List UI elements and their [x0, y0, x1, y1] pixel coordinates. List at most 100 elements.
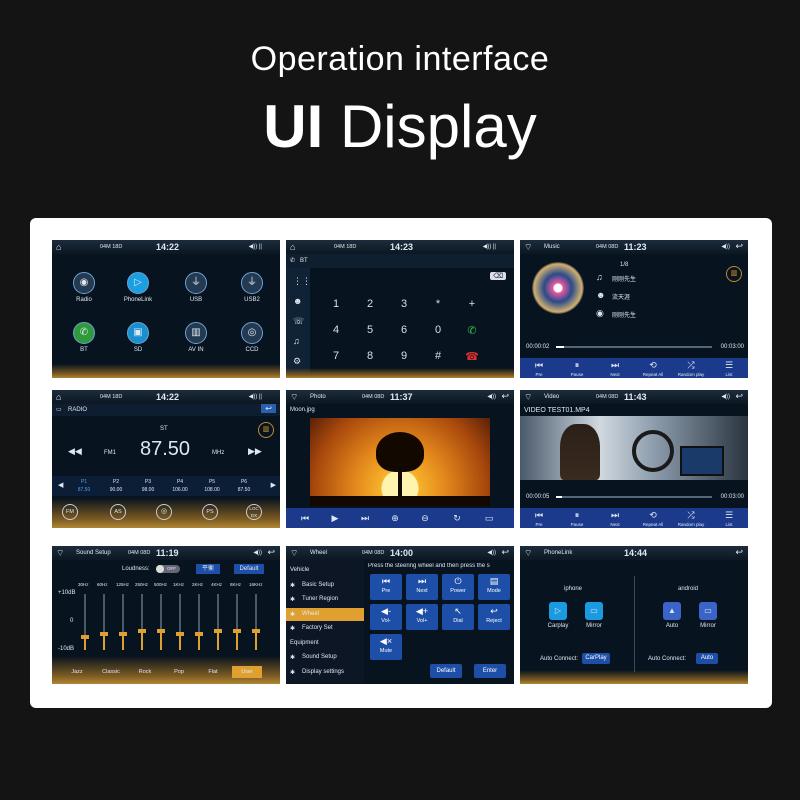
- backspace-icon[interactable]: ⌫: [490, 272, 506, 280]
- settings-icon[interactable]: ⚙: [293, 356, 302, 366]
- wheel-button[interactable]: ⏮Pre: [370, 574, 402, 600]
- wheel-button[interactable]: ⏻Power: [442, 574, 474, 600]
- progress-track[interactable]: [556, 496, 712, 498]
- eq-preset-button[interactable]: Jazz: [71, 669, 83, 675]
- back-icon[interactable]: ↩: [501, 391, 509, 401]
- eq-slider-knob[interactable]: [157, 629, 165, 634]
- ps-button[interactable]: PS: [202, 504, 218, 520]
- next-button[interactable]: ⏭Next: [600, 360, 630, 378]
- eq-slider[interactable]: [100, 594, 108, 650]
- back-icon[interactable]: ↩: [735, 547, 743, 557]
- eq-slider-knob[interactable]: [81, 634, 89, 639]
- eq-slider-knob[interactable]: [214, 629, 222, 634]
- home-icon[interactable]: ⌂: [56, 242, 62, 252]
- folder-button[interactable]: ▭: [484, 513, 494, 523]
- volume-icon[interactable]: ◀)) ||: [248, 244, 262, 250]
- mirror-button[interactable]: ▭ Mirror: [582, 602, 606, 629]
- eq-toggle-icon[interactable]: ▥: [258, 422, 274, 438]
- eq-preset-button[interactable]: Flat: [208, 669, 218, 675]
- prev-button[interactable]: ⏮Pre: [524, 360, 554, 378]
- menu-item[interactable]: ✱Wheel: [286, 607, 364, 621]
- app-usb[interactable]: ⏚USB: [176, 272, 216, 303]
- preset-prev-icon[interactable]: ◀: [58, 482, 64, 489]
- home-icon[interactable]: ⌂: [56, 392, 62, 402]
- volume-icon[interactable]: ◀)): [487, 550, 496, 556]
- app-ccd[interactable]: ◎CCD: [232, 322, 272, 353]
- eq-slider-knob[interactable]: [100, 632, 108, 636]
- menu-item[interactable]: ✱Tuner Region: [286, 593, 364, 606]
- call-icon[interactable]: ✆: [467, 325, 477, 337]
- play-button[interactable]: ▶: [331, 513, 339, 523]
- eq-preset-button[interactable]: User: [232, 666, 262, 678]
- eq-slider[interactable]: [119, 594, 127, 650]
- grid-icon[interactable]: ⋮⋮: [293, 276, 311, 286]
- app-bt[interactable]: ✆BT: [64, 322, 104, 353]
- fm-button[interactable]: FM: [62, 504, 78, 520]
- eq-slider[interactable]: [176, 594, 184, 650]
- wheel-button[interactable]: ⏭Next: [406, 574, 438, 600]
- as-button[interactable]: AS: [110, 504, 126, 520]
- menu-item[interactable]: ✱Sound Setup: [286, 651, 364, 664]
- back-icon[interactable]: ↩: [501, 547, 509, 557]
- next-button[interactable]: ⏭Next: [600, 510, 630, 528]
- seek-forward-button[interactable]: ▶▶: [248, 446, 262, 456]
- volume-icon[interactable]: ◀)) ||: [248, 394, 262, 400]
- volume-icon[interactable]: ◀)): [721, 394, 730, 400]
- pause-button[interactable]: ⏸Pause: [562, 510, 592, 528]
- dial-key[interactable]: 1: [332, 298, 340, 310]
- dial-key[interactable]: 6: [400, 324, 408, 336]
- eq-toggle-icon[interactable]: ▥: [726, 266, 742, 282]
- loudness-toggle[interactable]: OFF: [156, 565, 180, 573]
- seek-back-button[interactable]: ◀◀: [68, 446, 82, 456]
- menu-icon[interactable]: ⌔: [524, 242, 533, 252]
- eq-slider[interactable]: [233, 594, 241, 650]
- dial-key[interactable]: 0: [434, 324, 442, 336]
- volume-icon[interactable]: ◀)): [253, 550, 262, 556]
- repeat-button[interactable]: ⟲Repeat All: [638, 510, 668, 528]
- eq-slider-knob[interactable]: [252, 629, 260, 634]
- back-icon[interactable]: ↩: [267, 547, 275, 557]
- back-icon[interactable]: ↩: [261, 404, 276, 413]
- app-phonelink[interactable]: ▷PhoneLink: [118, 272, 158, 303]
- dial-key[interactable]: 3: [400, 298, 408, 310]
- back-icon[interactable]: ↩: [735, 391, 743, 401]
- pause-button[interactable]: ⏸Pause: [562, 360, 592, 378]
- app-usb2[interactable]: ⏚USB2: [232, 272, 272, 303]
- random-button[interactable]: ⤮Random play: [676, 360, 706, 378]
- list-button[interactable]: ☰List: [714, 360, 744, 378]
- app-radio[interactable]: ◉Radio: [64, 272, 104, 303]
- contacts-icon[interactable]: ☻: [293, 296, 303, 306]
- eq-slider[interactable]: [157, 594, 165, 650]
- dial-key[interactable]: 5: [366, 324, 374, 336]
- wheel-button[interactable]: ◀+Vol+: [406, 604, 438, 630]
- dial-key[interactable]: +: [468, 298, 476, 310]
- carplay-button[interactable]: ▷ Carplay: [546, 602, 570, 629]
- wheel-button[interactable]: ↖Dial: [442, 604, 474, 630]
- prev-button[interactable]: ⏮: [300, 513, 310, 523]
- dial-key[interactable]: 7: [332, 350, 340, 362]
- auto-connect-android[interactable]: Auto: [696, 653, 718, 664]
- eq-slider-knob[interactable]: [195, 632, 203, 636]
- eq-slider[interactable]: [195, 594, 203, 650]
- eq-slider[interactable]: [252, 594, 260, 650]
- menu-item[interactable]: ✱Basic Setup: [286, 579, 364, 592]
- eq-slider[interactable]: [81, 594, 89, 650]
- eq-mode-button[interactable]: 平衡: [196, 564, 220, 574]
- eq-slider-knob[interactable]: [233, 629, 241, 634]
- default-button[interactable]: Default: [430, 664, 462, 678]
- app-av-in[interactable]: ▥AV IN: [176, 322, 216, 353]
- wheel-button[interactable]: ◀-Vol-: [370, 604, 402, 630]
- android-mirror-button[interactable]: ▭ Mirror: [696, 602, 720, 629]
- menu-icon[interactable]: ⌔: [290, 548, 299, 558]
- back-icon[interactable]: ↩: [735, 241, 743, 251]
- random-button[interactable]: ⤮Random play: [676, 510, 706, 528]
- wheel-button[interactable]: ▤Mode: [478, 574, 510, 600]
- eq-slider-knob[interactable]: [119, 632, 127, 636]
- dial-key[interactable]: #: [434, 350, 442, 362]
- wheel-button[interactable]: ↩Reject: [478, 604, 510, 630]
